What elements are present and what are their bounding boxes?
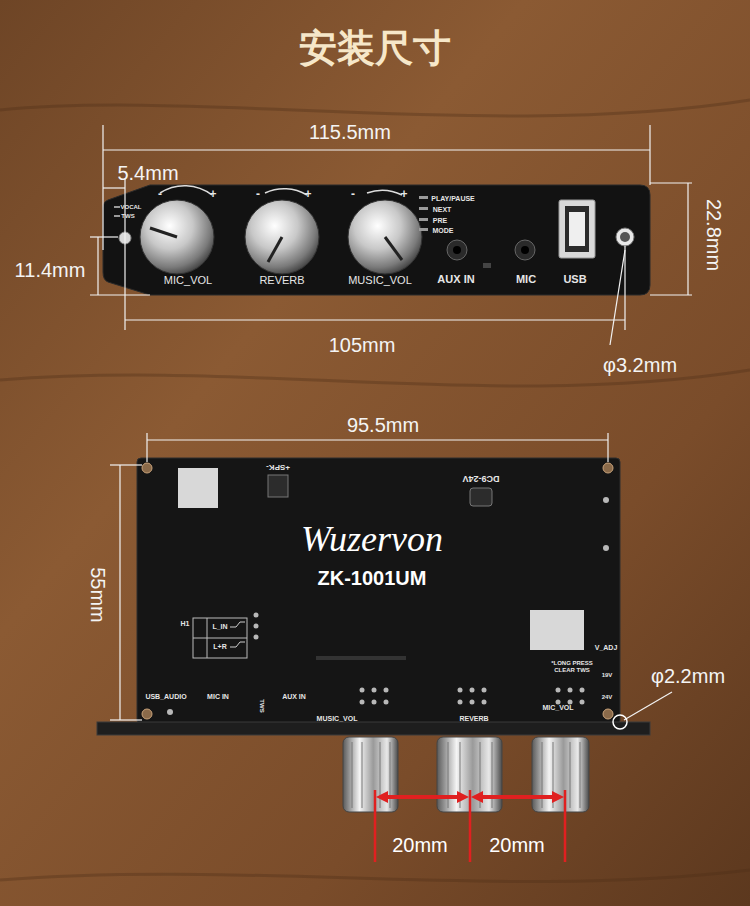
- dimension: 115.5mm: [309, 121, 391, 143]
- panel-marking: +: [304, 188, 311, 201]
- panel-marking: VOCAL: [121, 204, 142, 211]
- dimension: 105mm: [329, 334, 396, 356]
- silkscreen: L+R: [213, 643, 226, 651]
- button-label: PLAY/PAUSE: [431, 195, 475, 203]
- wood-grain: [0, 100, 750, 882]
- silkscreen: 19V: [602, 672, 613, 679]
- silkscreen: REVERB: [459, 715, 488, 723]
- button-label: NEXT: [433, 206, 452, 214]
- silkscreen: +SPK-: [266, 463, 290, 472]
- page-title: 安装尺寸: [299, 23, 451, 74]
- panel-marking: -: [158, 188, 162, 201]
- silkscreen: L_IN: [212, 623, 227, 631]
- dimension: 95.5mm: [347, 414, 419, 436]
- silkscreen: 24V: [602, 694, 613, 701]
- dimension: φ2.2mm: [651, 665, 725, 687]
- panel-marking: -: [256, 188, 260, 201]
- dimension-lines: [90, 125, 692, 345]
- dimension: 5.4mm: [117, 162, 178, 184]
- model-number: ZK-1001UM: [318, 567, 427, 589]
- knob-label: REVERB: [259, 274, 304, 286]
- knob-label: MIC_VOL: [164, 274, 212, 286]
- spacing-arrows: [375, 790, 565, 862]
- dimension: φ3.2mm: [603, 354, 677, 376]
- panel-marking: -: [351, 188, 355, 201]
- button-label: PRE: [433, 217, 447, 225]
- panel-marking: TWS: [121, 213, 134, 220]
- button-label: MODE: [433, 227, 454, 235]
- silkscreen: MIC_VOL: [542, 704, 573, 712]
- silkscreen: V_ADJ: [595, 644, 618, 652]
- front-panel: [103, 185, 650, 295]
- dimension: 20mm: [392, 834, 448, 856]
- port-label: USB: [563, 273, 586, 285]
- silkscreen: USB_AUDIO: [145, 693, 186, 701]
- port-label: MIC: [516, 273, 536, 285]
- dimension: 55mm: [87, 567, 109, 623]
- knob-label: MUSIC_VOL: [348, 274, 412, 286]
- dimension: 11.4mm: [15, 259, 86, 281]
- brand-logo: Wuzervon: [301, 520, 443, 560]
- silkscreen: MUSIC_VOL: [317, 715, 358, 723]
- dimension: 20mm: [489, 834, 545, 856]
- panel-marking: +: [400, 188, 407, 201]
- silkscreen: H1: [181, 620, 190, 628]
- dimension: 22.8mm: [703, 199, 725, 271]
- silkscreen: *LONG PRESS CLEAR TWS: [546, 660, 598, 673]
- dimension-lines: [110, 433, 672, 729]
- silkscreen: DC9-24V: [462, 473, 499, 483]
- pcb-board: [97, 458, 650, 735]
- silkscreen: TWS: [259, 699, 266, 712]
- silkscreen: MIC IN: [207, 693, 229, 701]
- knob-shafts: [343, 737, 589, 812]
- port-label: AUX IN: [437, 273, 474, 285]
- panel-marking: +: [209, 188, 216, 201]
- silkscreen: AUX IN: [282, 693, 306, 701]
